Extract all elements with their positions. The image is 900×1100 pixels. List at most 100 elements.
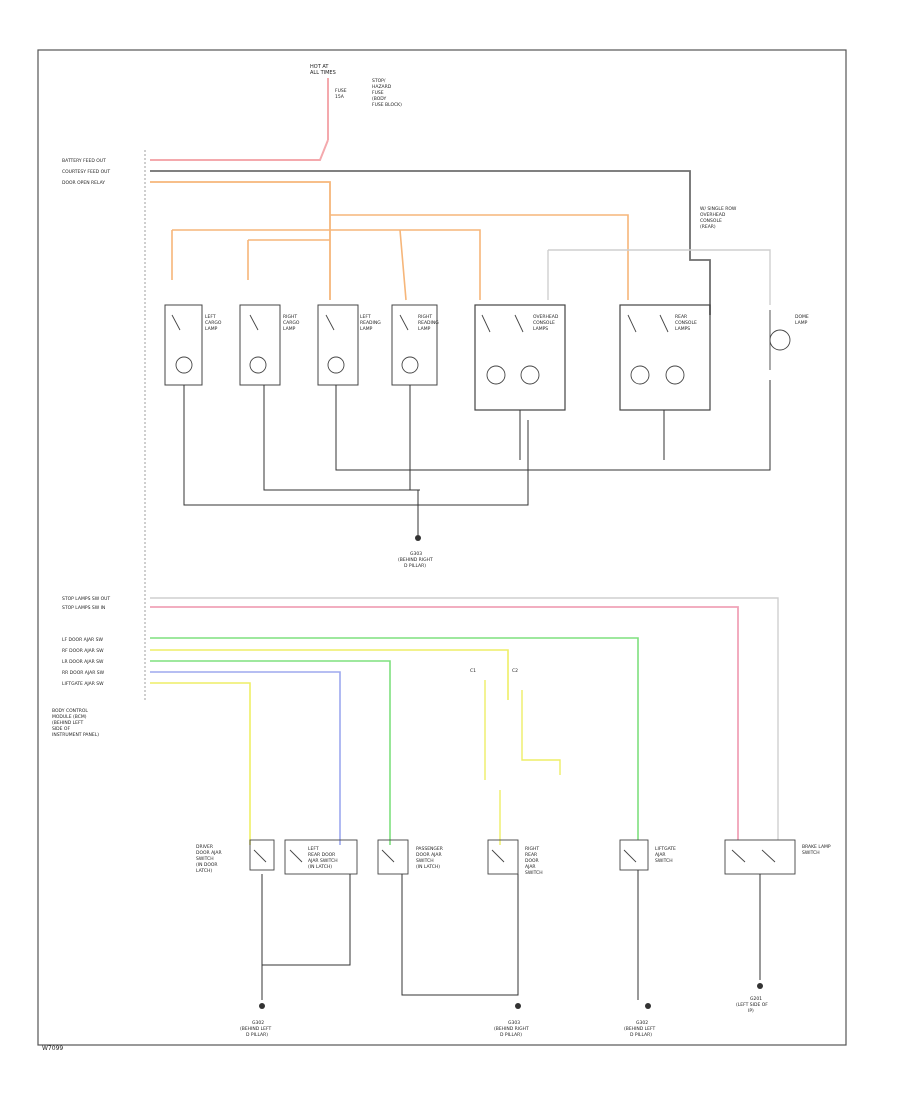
svg-text:CONSOLE: CONSOLE [700,218,722,224]
svg-text:LAMP: LAMP [283,326,296,332]
svg-text:(BEHIND RIGHT: (BEHIND RIGHT [398,557,433,563]
ground-g201 [757,983,763,989]
svg-text:G303: G303 [410,551,422,557]
svg-text:IP): IP) [748,1008,754,1014]
svg-text:OVERHEAD: OVERHEAD [700,212,726,218]
svg-text:LEFT: LEFT [360,314,371,320]
svg-text:D PILLAR): D PILLAR) [404,563,426,569]
splice-wire [484,680,561,845]
svg-text:READING: READING [360,320,381,326]
right-reading-lamp: RIGHT READING LAMP [391,304,439,386]
svg-text:D PILLAR): D PILLAR) [246,1032,268,1038]
svg-text:MODULE (BCM): MODULE (BCM) [52,714,87,720]
svg-text:ALL TIMES: ALL TIMES [310,70,336,76]
svg-text:LAMP: LAMP [795,320,808,326]
driver-door-ajar-switch: DRIVER DOOR AJAR SWITCH (IN DOOR LATCH) [196,839,275,874]
svg-text:SWITCH: SWITCH [196,856,214,862]
svg-text:(LEFT SIDE OF: (LEFT SIDE OF [736,1002,768,1008]
upper-ground-wires [183,380,771,506]
svg-text:FUSE: FUSE [372,90,384,96]
svg-text:DOOR AJAR: DOOR AJAR [416,852,442,858]
svg-text:G201: G201 [750,996,762,1002]
orange-distribution [171,214,629,301]
svg-text:SWITCH: SWITCH [655,858,673,864]
svg-text:15A: 15A [335,94,345,100]
svg-text:LAMPS: LAMPS [675,326,690,332]
rr-door-wire [150,649,509,700]
svg-text:(BEHIND LEFT: (BEHIND LEFT [624,1026,656,1032]
ground-g302-liftgate [645,1003,651,1009]
svg-text:DOME: DOME [795,314,809,320]
top-fuse: HOT AT ALL TIMES FUSE 15A STOP/ HAZARD F… [310,64,402,140]
svg-text:BODY CONTROL: BODY CONTROL [52,708,88,714]
svg-text:RIGHT: RIGHT [418,314,432,320]
svg-text:CARGO: CARGO [283,320,300,326]
svg-text:READING: READING [418,320,439,326]
svg-text:DRIVER: DRIVER [196,844,213,850]
left-cargo-lamp: LEFT CARGO LAMP [164,304,222,386]
svg-text:RF DOOR AJAR SW: RF DOOR AJAR SW [62,648,104,654]
svg-text:AJAR SWITCH: AJAR SWITCH [308,858,338,864]
svg-text:STOP LAMPS SW OUT: STOP LAMPS SW OUT [62,596,110,602]
svg-text:SIDE OF: SIDE OF [52,726,70,732]
svg-text:G302: G302 [252,1020,264,1026]
passenger-door-ajar-switch: PASSENGER DOOR AJAR SWITCH (IN LATCH) [377,839,443,875]
svg-text:DOOR OPEN RELAY: DOOR OPEN RELAY [62,180,105,186]
svg-text:REAR: REAR [525,852,537,858]
svg-text:D PILLAR): D PILLAR) [500,1032,522,1038]
battery-feed-wire [150,139,329,161]
svg-text:PASSENGER: PASSENGER [416,846,443,852]
svg-text:DOOR AJAR: DOOR AJAR [196,850,222,856]
svg-text:CARGO: CARGO [205,320,222,326]
courtesy-feed-wire [150,170,711,315]
svg-text:(IN LATCH): (IN LATCH) [308,864,332,870]
svg-text:(IN DOOR: (IN DOOR [196,862,218,868]
left-reading-lamp: LEFT READING LAMP [317,304,381,386]
splice-labels: C1 C2 [470,668,518,674]
svg-text:(IN LATCH): (IN LATCH) [416,864,440,870]
svg-text:CONSOLE: CONSOLE [533,320,555,326]
dome-lamp: DOME LAMP [769,310,809,370]
svg-text:LAMP: LAMP [418,326,431,332]
svg-text:(BEHIND LEFT: (BEHIND LEFT [52,720,84,726]
svg-text:AJAR: AJAR [525,864,536,870]
ground-g302-left [259,1003,265,1009]
lf-door-wire [150,682,251,845]
svg-text:BRAKE LAMP: BRAKE LAMP [802,844,831,850]
fuse-description: STOP/ [372,78,386,84]
svg-text:(BODY: (BODY [372,96,387,102]
svg-text:C1: C1 [470,668,476,674]
svg-text:C2: C2 [512,668,518,674]
svg-text:LIFTGATE: LIFTGATE [655,846,676,852]
svg-text:LAMP: LAMP [205,326,218,332]
liftgate-ajar-switch: LIFTGATE AJAR SWITCH [619,839,676,871]
right-cargo-lamp: RIGHT CARGO LAMP [239,304,300,386]
stop-lamps-in-wire [150,606,739,840]
door-open-relay-wire [150,181,331,300]
svg-text:BATTERY FEED OUT: BATTERY FEED OUT [62,158,106,164]
rear-console-lamps: REAR CONSOLE LAMPS [619,304,711,411]
svg-text:SWITCH: SWITCH [416,858,434,864]
gray-distribution [547,249,771,305]
lower-ground-labels: G302 (BEHIND LEFT D PILLAR) G303 (BEHIND… [240,996,768,1038]
svg-text:LAMPS: LAMPS [533,326,548,332]
svg-text:OVERHEAD: OVERHEAD [533,314,559,320]
svg-text:LEFT: LEFT [205,314,216,320]
lower-ground-wires [261,870,761,1000]
svg-text:LIFTGATE AJAR SW: LIFTGATE AJAR SW [62,681,104,687]
svg-text:D PILLAR): D PILLAR) [630,1032,652,1038]
svg-text:LF DOOR AJAR SW: LF DOOR AJAR SW [62,637,103,643]
svg-text:(REAR): (REAR) [700,224,716,230]
bcm-label: BODY CONTROL MODULE (BCM) (BEHIND LEFT S… [52,708,99,738]
svg-text:RIGHT: RIGHT [283,314,297,320]
svg-text:CONSOLE: CONSOLE [675,320,697,326]
svg-text:HAZARD: HAZARD [372,84,392,90]
svg-text:REAR: REAR [675,314,687,320]
svg-text:RIGHT: RIGHT [525,846,539,852]
svg-text:G302: G302 [636,1020,648,1026]
diagram-frame [37,49,847,1046]
upper-ground-point [415,535,421,541]
svg-text:(BEHIND LEFT: (BEHIND LEFT [240,1026,272,1032]
svg-text:LAMP: LAMP [360,326,373,332]
